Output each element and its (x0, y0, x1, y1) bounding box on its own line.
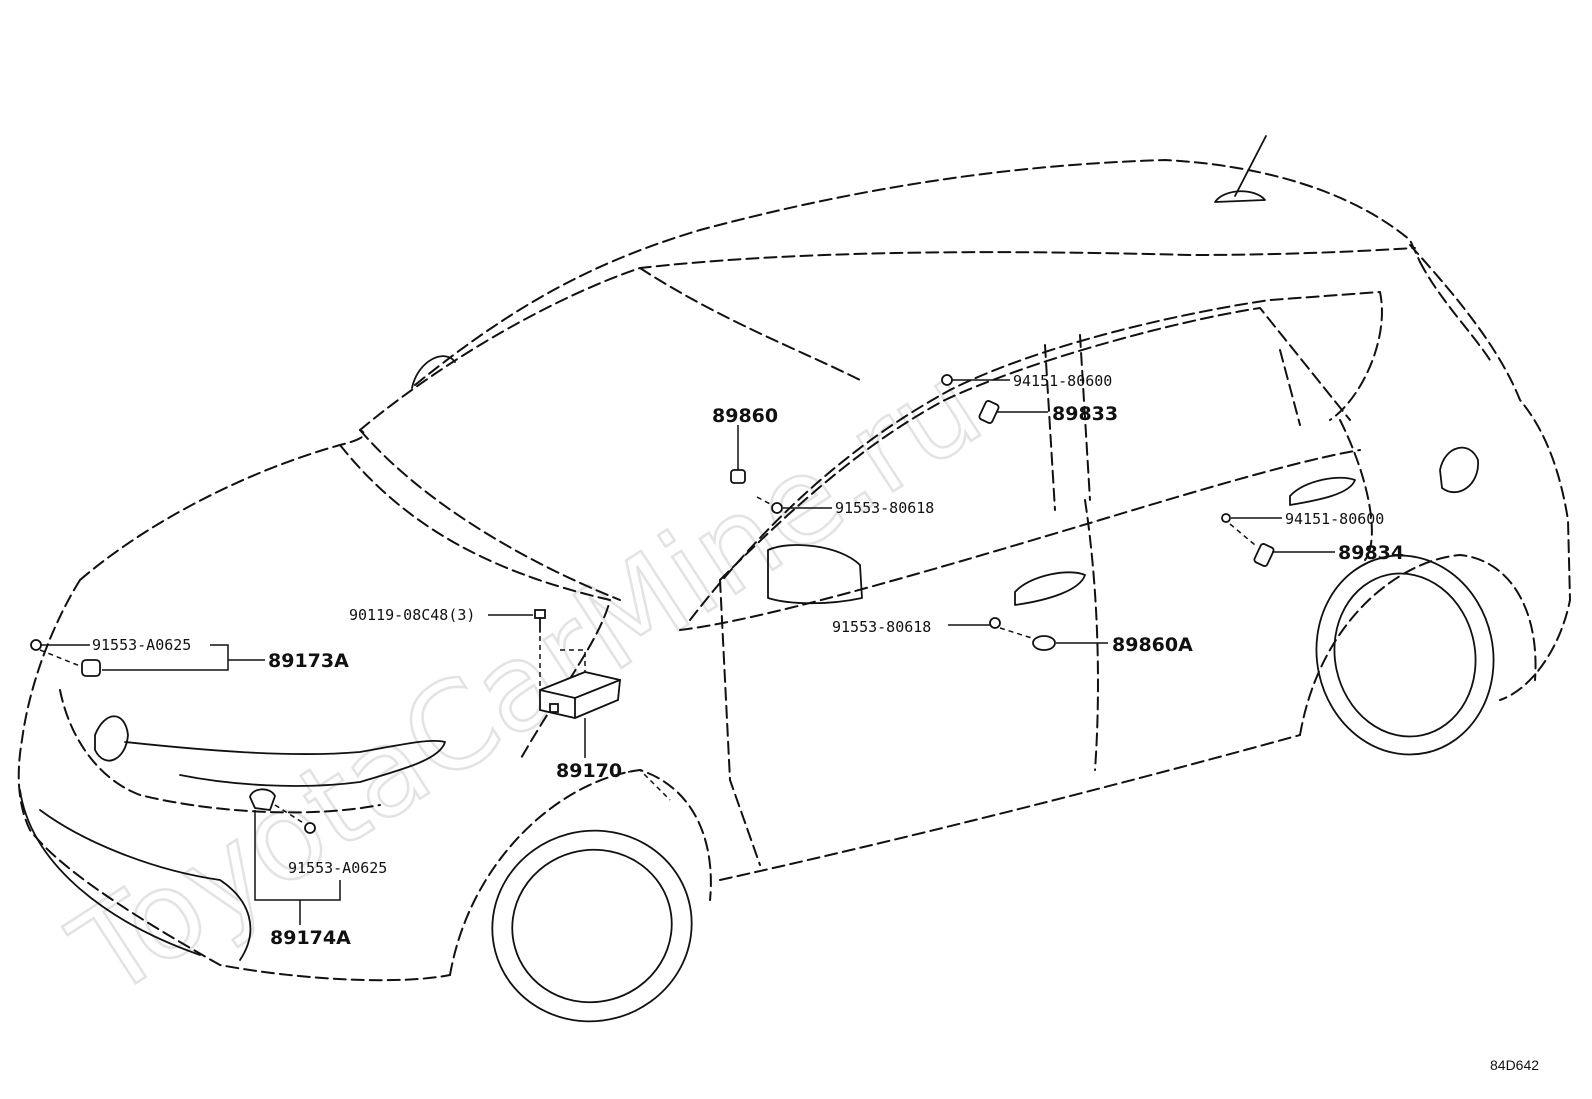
part-bolt-91553-mid (989, 617, 1039, 641)
diagram-code: 84D642 (1490, 1057, 1539, 1073)
label-91553-80618-top: 91553-80618 (835, 499, 934, 517)
label-89174A: 89174A (270, 927, 351, 949)
label-94151-80600-right: 94151-80600 (1285, 510, 1384, 528)
label-89173A: 89173A (268, 650, 349, 672)
label-91553-A0625-bottom: 91553-A0625 (288, 859, 387, 877)
part-bolt-91553-left (30, 639, 86, 669)
part-sensor-89860A (1032, 635, 1056, 651)
label-89860: 89860 (712, 405, 778, 427)
label-90119-08C48: 90119-08C48(3) (349, 606, 475, 624)
part-sensor-89173A (81, 659, 101, 677)
part-bolt-91553-bottom (274, 804, 316, 834)
label-91553-80618-mid: 91553-80618 (832, 618, 931, 636)
part-sensor-89174A (249, 788, 276, 811)
part-clip-94151-top (941, 374, 953, 386)
label-89860A: 89860A (1112, 634, 1193, 656)
watermark-text: ToyotaCarMine.ru (49, 337, 1005, 1025)
part-bolt-90119 (534, 609, 546, 690)
leader-lines (41, 379, 1335, 925)
part-airbag-ecu-89170 (539, 649, 621, 719)
part-bolt-91553-top (756, 496, 783, 514)
label-89833: 89833 (1052, 403, 1118, 425)
label-89834: 89834 (1338, 542, 1404, 564)
part-sensor-89860 (730, 469, 746, 484)
part-sensor-89833 (978, 400, 1000, 424)
label-89170: 89170 (556, 760, 622, 782)
label-91553-A0625-left: 91553-A0625 (92, 636, 191, 654)
callout-labels: 94151-80600 89833 89860 91553-80618 9415… (92, 372, 1404, 949)
car-body-outline (17, 135, 1571, 1023)
label-94151-80600-top: 94151-80600 (1013, 372, 1112, 390)
part-sensor-89834 (1229, 523, 1275, 567)
part-clip-94151-right (1221, 513, 1231, 523)
